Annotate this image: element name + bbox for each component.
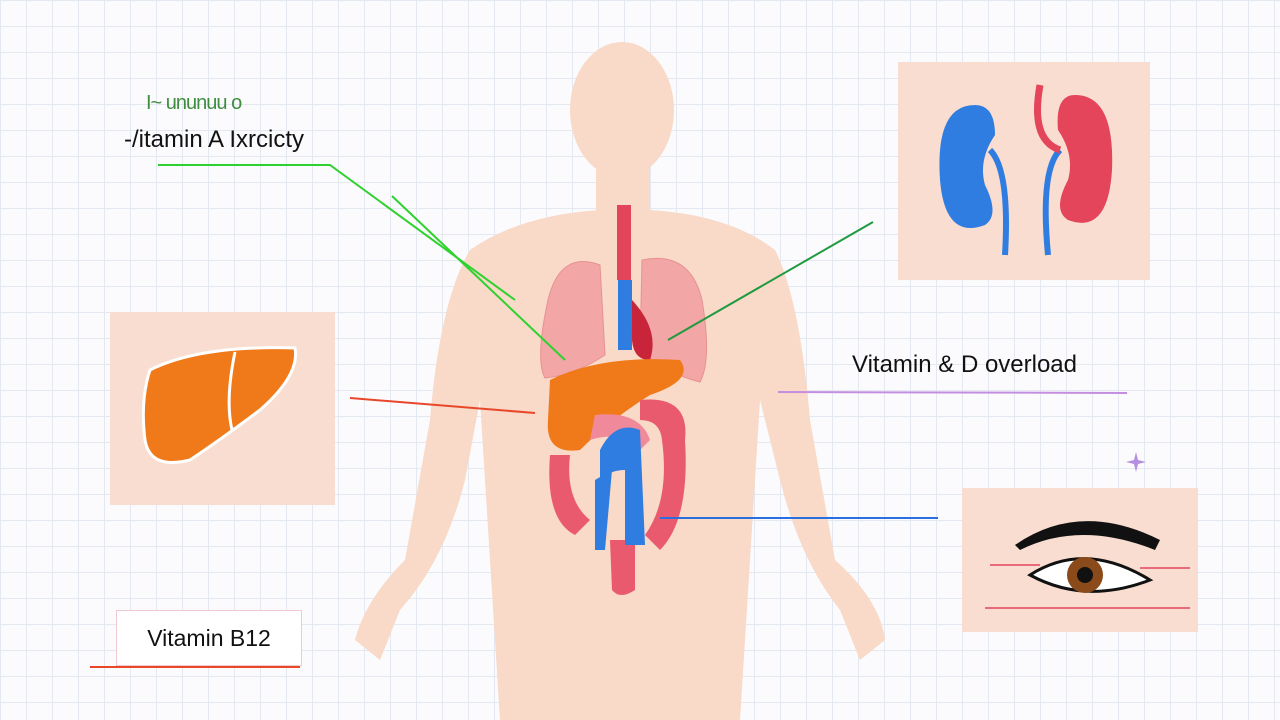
intestines: [549, 399, 686, 595]
liver-panel: [110, 312, 335, 505]
vitamin-d-overload-label: Vitamin & D overload: [852, 351, 1077, 378]
vitamin-b12-label: Vitamin B12: [116, 610, 302, 666]
lungs: [540, 205, 707, 383]
pointer-arrows: [90, 164, 1128, 668]
sparkle-icon: [1126, 452, 1146, 472]
vitamin-a-toxicity-label: -/itamin A Ixrcicty: [124, 126, 305, 153]
body-liver: [547, 359, 684, 451]
kidney-panel: [898, 62, 1150, 280]
eye-panel: [962, 488, 1198, 632]
vitamin-a-top-scribble: I~ ununuu o: [146, 92, 242, 114]
